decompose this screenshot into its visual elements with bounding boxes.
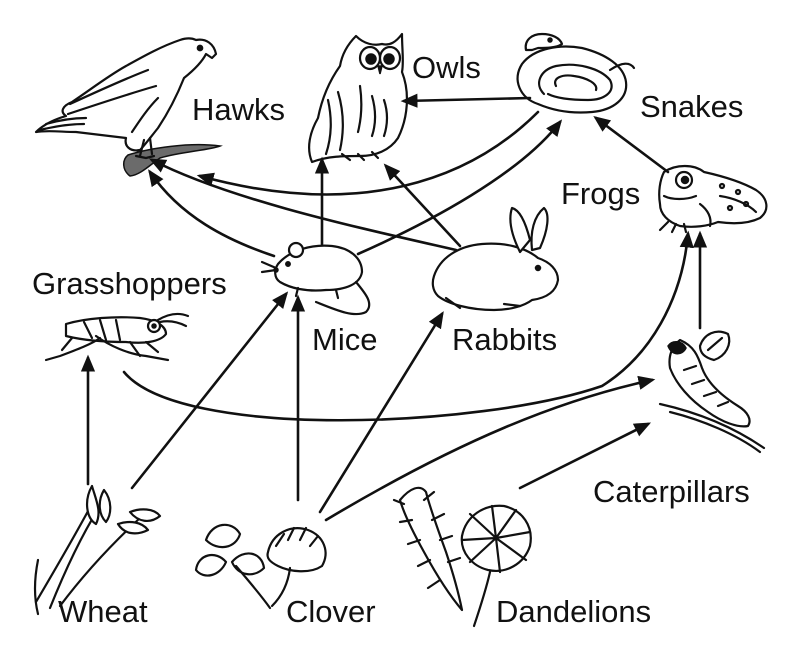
label-clover: Clover — [286, 594, 376, 629]
frog-illustration — [658, 164, 768, 234]
grasshopper-illustration — [44, 312, 190, 362]
arrow-rabbits-to-owls — [383, 163, 462, 248]
label-mice: Mice — [312, 322, 378, 357]
label-owls: Owls — [412, 50, 481, 85]
label-rabbits: Rabbits — [452, 322, 558, 357]
label-dandelions: Dandelions — [496, 594, 652, 629]
arrow-clover-to-rabbits — [318, 311, 444, 514]
label-snakes: Snakes — [640, 89, 744, 124]
arrow-mice-to-snakes — [356, 119, 563, 256]
arrow-grasshoppers-to-frogs — [122, 230, 694, 422]
label-hawks: Hawks — [192, 92, 286, 127]
arrow-dandelions-to-caterpillars — [518, 422, 652, 490]
arrow-mice-to-hawks — [148, 169, 276, 258]
energy-arrows — [80, 93, 708, 522]
wheat-illustration — [33, 484, 162, 616]
owl-illustration — [308, 32, 409, 164]
mouse-illustration — [260, 241, 371, 316]
hawk-illustration — [34, 37, 223, 177]
arrow-snakes-to-hawks — [196, 110, 540, 196]
label-caterpillars: Caterpillars — [593, 474, 750, 509]
dandelion-illustration — [392, 486, 532, 628]
arrow-snakes-to-owls — [400, 93, 532, 108]
arrow-frogs-to-snakes — [593, 115, 670, 174]
label-grasshoppers: Grasshoppers — [32, 266, 227, 301]
rabbit-illustration — [431, 206, 560, 312]
arrow-rabbits-to-hawks — [148, 158, 458, 252]
arrow-wheat-to-mice — [130, 291, 289, 490]
label-frogs: Frogs — [561, 176, 641, 211]
clover-illustration — [194, 523, 327, 610]
arrow-clover-to-caterpillars — [324, 375, 656, 522]
snake-illustration — [516, 32, 636, 114]
label-wheat: Wheat — [58, 594, 148, 629]
caterpillar-illustration — [658, 330, 766, 454]
